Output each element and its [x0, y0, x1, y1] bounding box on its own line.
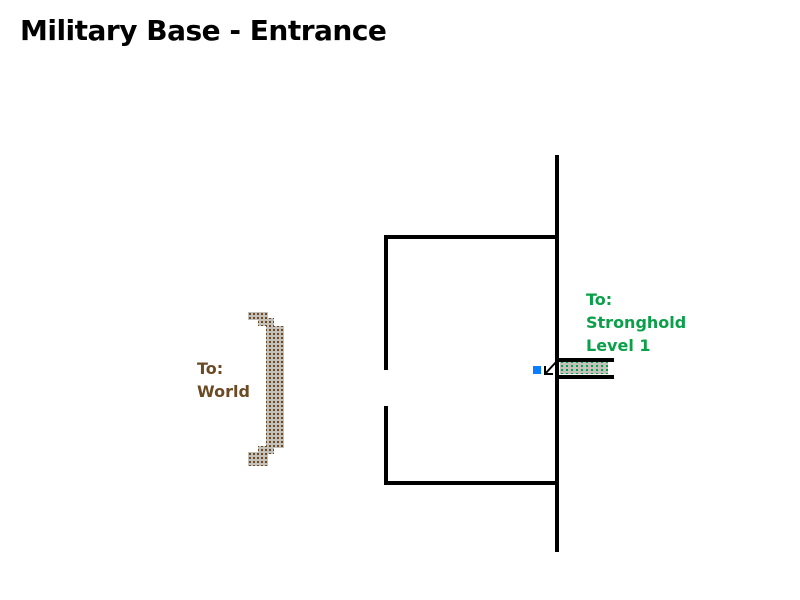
wall-north	[384, 235, 557, 370]
exit-label-line: Level 1	[586, 336, 651, 355]
exit-label-line: Stronghold	[586, 313, 687, 332]
exit-label-world: To: World	[197, 357, 250, 403]
wall-south	[384, 406, 557, 485]
exit-label-line: World	[197, 382, 250, 401]
walls	[384, 155, 614, 552]
player-marker	[533, 366, 541, 374]
arrow-icon	[544, 360, 558, 375]
exit-label-line: To:	[586, 290, 613, 309]
exit-world-portal[interactable]	[248, 312, 284, 466]
exit-stronghold-portal[interactable]	[560, 362, 608, 374]
map-title: Military Base - Entrance	[20, 14, 387, 47]
exit-label-line: To:	[197, 359, 224, 378]
